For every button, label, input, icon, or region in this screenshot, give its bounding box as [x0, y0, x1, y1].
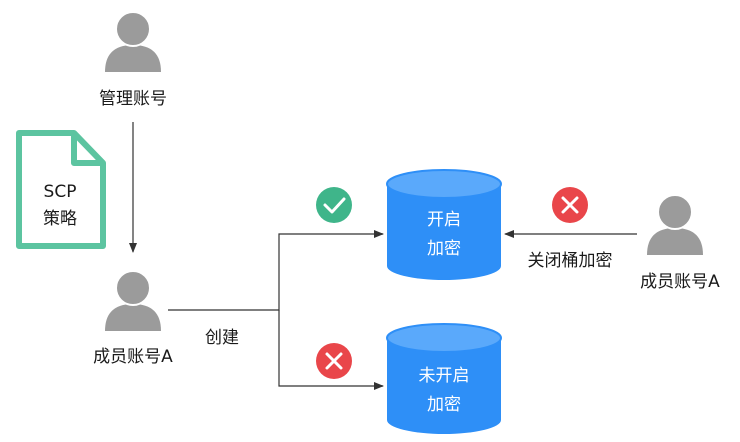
- scp-policy-line2: 策略: [43, 209, 77, 229]
- bucket-unencrypted-cylinder-icon: [386, 323, 502, 434]
- create-unencrypted-arrow: [278, 310, 384, 390]
- member-account-left-user-icon: [105, 270, 161, 331]
- scp-policy-line1: SCP: [44, 182, 77, 202]
- bucket-unencrypted-line2: 加密: [427, 395, 461, 415]
- bucket-encrypted-line1: 开启: [427, 210, 461, 230]
- admin-account-label: 管理账号: [99, 89, 167, 109]
- denied-cross-icon-upper: [552, 187, 588, 223]
- bucket-unencrypted-line1: 未开启: [419, 366, 470, 386]
- bucket-encrypted-cylinder-icon: [386, 169, 502, 280]
- member-account-right-user-icon: [647, 194, 703, 255]
- member-account-left-label: 成员账号A: [93, 347, 173, 367]
- bucket-encrypted-line2: 加密: [427, 239, 461, 259]
- scp-policy-doc-icon: [16, 130, 106, 249]
- allowed-check-icon: [316, 187, 352, 223]
- admin-account-user-icon: [105, 11, 161, 72]
- member-account-right-label: 成员账号A: [640, 272, 720, 292]
- create-encrypted-arrow: [168, 230, 384, 311]
- close-bucket-encryption-label: 关闭桶加密: [528, 251, 613, 271]
- create-label: 创建: [205, 328, 239, 348]
- denied-cross-icon-lower: [316, 343, 352, 379]
